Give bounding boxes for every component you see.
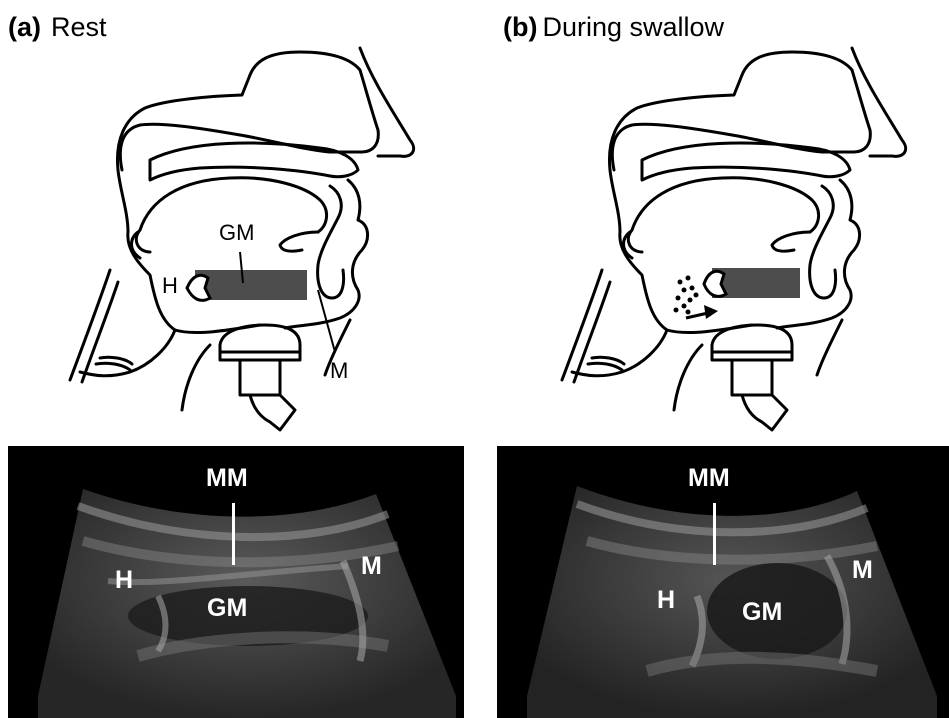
hyoid-bone	[187, 275, 210, 300]
mm-indicator-line	[713, 503, 716, 565]
anatomy-diagrams: GM H M	[0, 0, 949, 446]
forward-arrow-icon	[686, 305, 718, 319]
us-gm-label: GM	[742, 598, 782, 627]
us-m-label: M	[852, 556, 873, 585]
us-gm-label: GM	[207, 594, 247, 623]
diagram-rest: GM H M	[70, 48, 414, 430]
us-mm-label: MM	[688, 464, 730, 493]
diagram-gm-label: GM	[219, 220, 254, 245]
us-h-label: H	[657, 586, 675, 615]
diagram-h-label: H	[162, 273, 178, 298]
diagram-m-label: M	[330, 358, 348, 383]
diagram-swallow	[562, 48, 906, 430]
us-mm-label: MM	[206, 464, 248, 493]
ultrasound-swallow: MM H GM M	[497, 446, 949, 718]
geniohyoid-muscle-band	[195, 270, 307, 300]
us-h-label: H	[115, 566, 133, 595]
motion-dots	[674, 276, 699, 315]
us-m-label: M	[361, 552, 382, 581]
ultrasound-rest: MM H GM M	[8, 446, 464, 718]
mm-indicator-line	[232, 503, 235, 565]
